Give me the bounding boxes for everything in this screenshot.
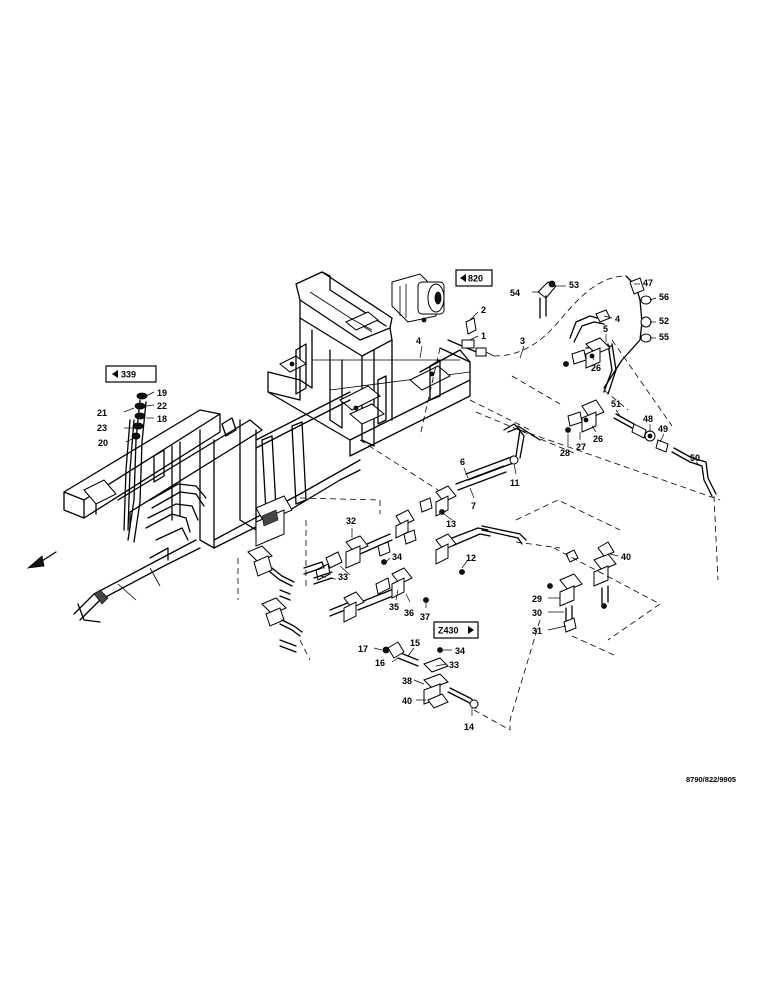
- part-label: 55: [659, 332, 669, 342]
- ref-box-z430[interactable]: Z430: [433, 621, 479, 639]
- part-label: 48: [643, 414, 653, 424]
- clamp-29-30-31: [547, 541, 617, 633]
- part-label: 23: [97, 423, 107, 433]
- hose-3: [493, 275, 627, 357]
- ref-box-820[interactable]: 820: [455, 269, 493, 287]
- ref-z430-label: Z430: [438, 626, 459, 636]
- part-label: 38: [402, 676, 412, 686]
- part-label: 37: [420, 612, 430, 622]
- part-label: 30: [532, 608, 542, 618]
- clamp-26-upper: [563, 337, 611, 369]
- part-label: 2: [481, 305, 486, 315]
- main-frame: [267, 271, 471, 457]
- part-label: 12: [466, 553, 476, 563]
- part-label: 34: [392, 552, 402, 562]
- part-label: 21: [97, 408, 107, 418]
- part-label: 1: [481, 331, 486, 341]
- part-label: 51: [611, 399, 621, 409]
- part-label: 26: [591, 363, 601, 373]
- part-label: 33: [338, 572, 348, 582]
- part-label: 28: [560, 448, 570, 458]
- part-label: 32: [346, 516, 356, 526]
- pipe-51-48-49: [613, 413, 717, 497]
- part-label: 5: [603, 324, 608, 334]
- pipe-bundle-12: [435, 525, 527, 575]
- part-label: 47: [643, 278, 653, 288]
- part-label: 52: [659, 316, 669, 326]
- hose-52: [603, 275, 652, 389]
- part-label: 6: [460, 457, 465, 467]
- part-label: 27: [576, 442, 586, 452]
- ref-820-label: 820: [468, 274, 483, 284]
- hydraulic-pump: [391, 273, 445, 323]
- part-label: 19: [157, 388, 167, 398]
- part-label: 14: [464, 722, 474, 732]
- part-label: 53: [569, 280, 579, 290]
- part-label: 18: [157, 414, 167, 424]
- part-label: 40: [402, 696, 412, 706]
- clamp-35-36: [329, 567, 429, 623]
- part-label: 56: [659, 292, 669, 302]
- part-label: 26: [593, 434, 603, 444]
- part-label: 22: [157, 401, 167, 411]
- part-label: 31: [532, 626, 542, 636]
- part-label: 20: [98, 438, 108, 448]
- part-label: 49: [658, 424, 668, 434]
- part-label: 3: [520, 336, 525, 346]
- part-label: 15: [410, 638, 420, 648]
- part-label: 7: [471, 501, 476, 511]
- arrow-left-icon: [112, 370, 118, 378]
- part-label: 17: [358, 644, 368, 654]
- ref-box-339[interactable]: 339: [105, 365, 157, 383]
- dashed-leaders: [237, 339, 721, 731]
- drawing-code: 8790/822/9905: [686, 775, 736, 784]
- arrow-left-icon: [460, 274, 466, 282]
- part-label: 40: [621, 552, 631, 562]
- clamp-13: [395, 485, 457, 539]
- arrow-right-icon: [468, 626, 474, 634]
- part-labels: 1 2 3 4 4 5 6 7 11 12 13 14 15 16 17 18 …: [97, 278, 701, 732]
- fitting-53-54: [537, 280, 557, 319]
- front-frame: [63, 391, 361, 623]
- part-label: 35: [389, 602, 399, 612]
- part-label: 50: [690, 453, 700, 463]
- part-label: 11: [510, 478, 520, 488]
- part-label: 16: [375, 658, 385, 668]
- part-label: 36: [404, 608, 414, 618]
- ref-339-label: 339: [121, 370, 136, 380]
- direction-arrow-icon: [26, 551, 57, 569]
- part-label: 4: [615, 314, 620, 324]
- part-label: 34: [455, 646, 465, 656]
- part-label: 33: [449, 660, 459, 670]
- part-label: 4: [416, 336, 421, 346]
- part-label: 13: [446, 519, 456, 529]
- pump-fittings: [447, 317, 495, 357]
- part-label: 54: [510, 288, 520, 298]
- left-clamps: [247, 545, 333, 653]
- part-label: 29: [532, 594, 542, 604]
- clamp-26-lower: [565, 399, 605, 433]
